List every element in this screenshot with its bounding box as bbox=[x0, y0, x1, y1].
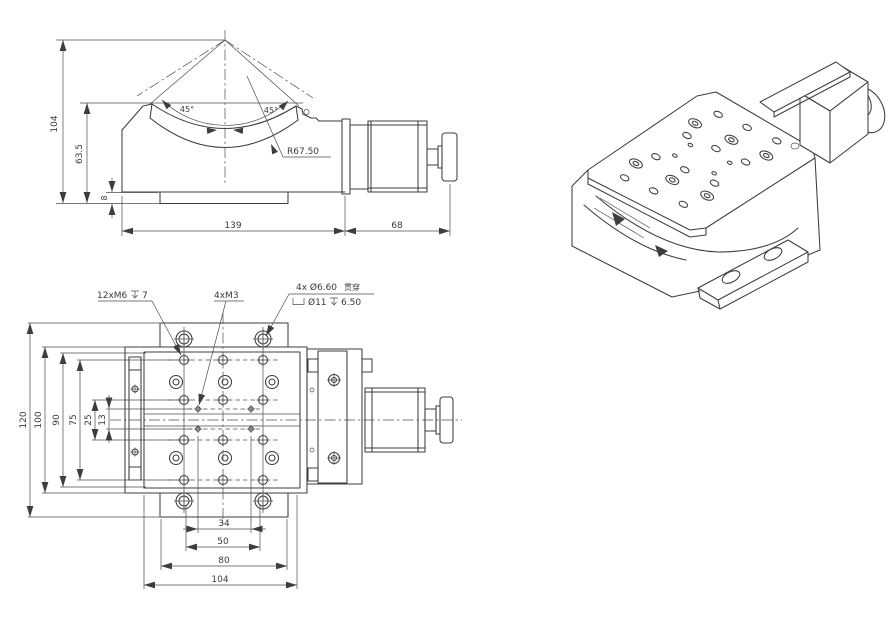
dim-motor-length: 68 bbox=[391, 221, 403, 231]
note-m3: 4xM3 bbox=[214, 291, 239, 301]
angle-left-label: 45° bbox=[180, 105, 194, 114]
dim-body-length: 139 bbox=[224, 221, 241, 231]
dim-body-width: 100 bbox=[34, 411, 44, 428]
dim-13: 13 bbox=[98, 414, 108, 425]
front-view-dimension-lines bbox=[56, 39, 451, 236]
isometric-view bbox=[571, 61, 886, 310]
note-holes-line1: 4x Ø6.60 bbox=[296, 282, 337, 293]
dim-total-height: 104 bbox=[50, 115, 60, 132]
dim-80: 80 bbox=[218, 556, 230, 566]
depth-symbol-icon bbox=[330, 297, 338, 306]
dim-25: 25 bbox=[84, 414, 94, 425]
depth-symbol-icon bbox=[131, 290, 139, 299]
angle-right-label: 45° bbox=[264, 106, 278, 115]
dim-90: 90 bbox=[52, 414, 62, 426]
note-holes-through: 贯穿 bbox=[344, 282, 360, 292]
note-m6: 12xM6 bbox=[97, 291, 128, 301]
radius-callout: R67.50 bbox=[287, 147, 319, 157]
top-view: 120 100 90 75 25 13 34 50 80 104 12xM6 7… bbox=[19, 282, 462, 589]
dim-104: 104 bbox=[211, 575, 228, 585]
front-view: 104 63.5 8 139 68 R67.50 45° 45° bbox=[50, 30, 458, 236]
note-m6-depth: 7 bbox=[142, 291, 148, 301]
front-view-geometry bbox=[80, 30, 458, 205]
note-holes-cbore-dia: Ø11 bbox=[308, 297, 327, 308]
dim-body-height: 63.5 bbox=[75, 144, 85, 164]
dim-overall-width: 120 bbox=[19, 411, 29, 428]
note-holes-cbore-depth: 6.50 bbox=[341, 298, 361, 308]
dim-75: 75 bbox=[69, 414, 79, 425]
dim-base-thickness: 8 bbox=[100, 195, 109, 200]
top-view-geometry bbox=[110, 313, 462, 527]
dim-34: 34 bbox=[218, 519, 230, 529]
top-view-dimension-lines bbox=[26, 293, 374, 589]
dim-50: 50 bbox=[217, 537, 229, 547]
counterbore-icon bbox=[292, 298, 305, 305]
